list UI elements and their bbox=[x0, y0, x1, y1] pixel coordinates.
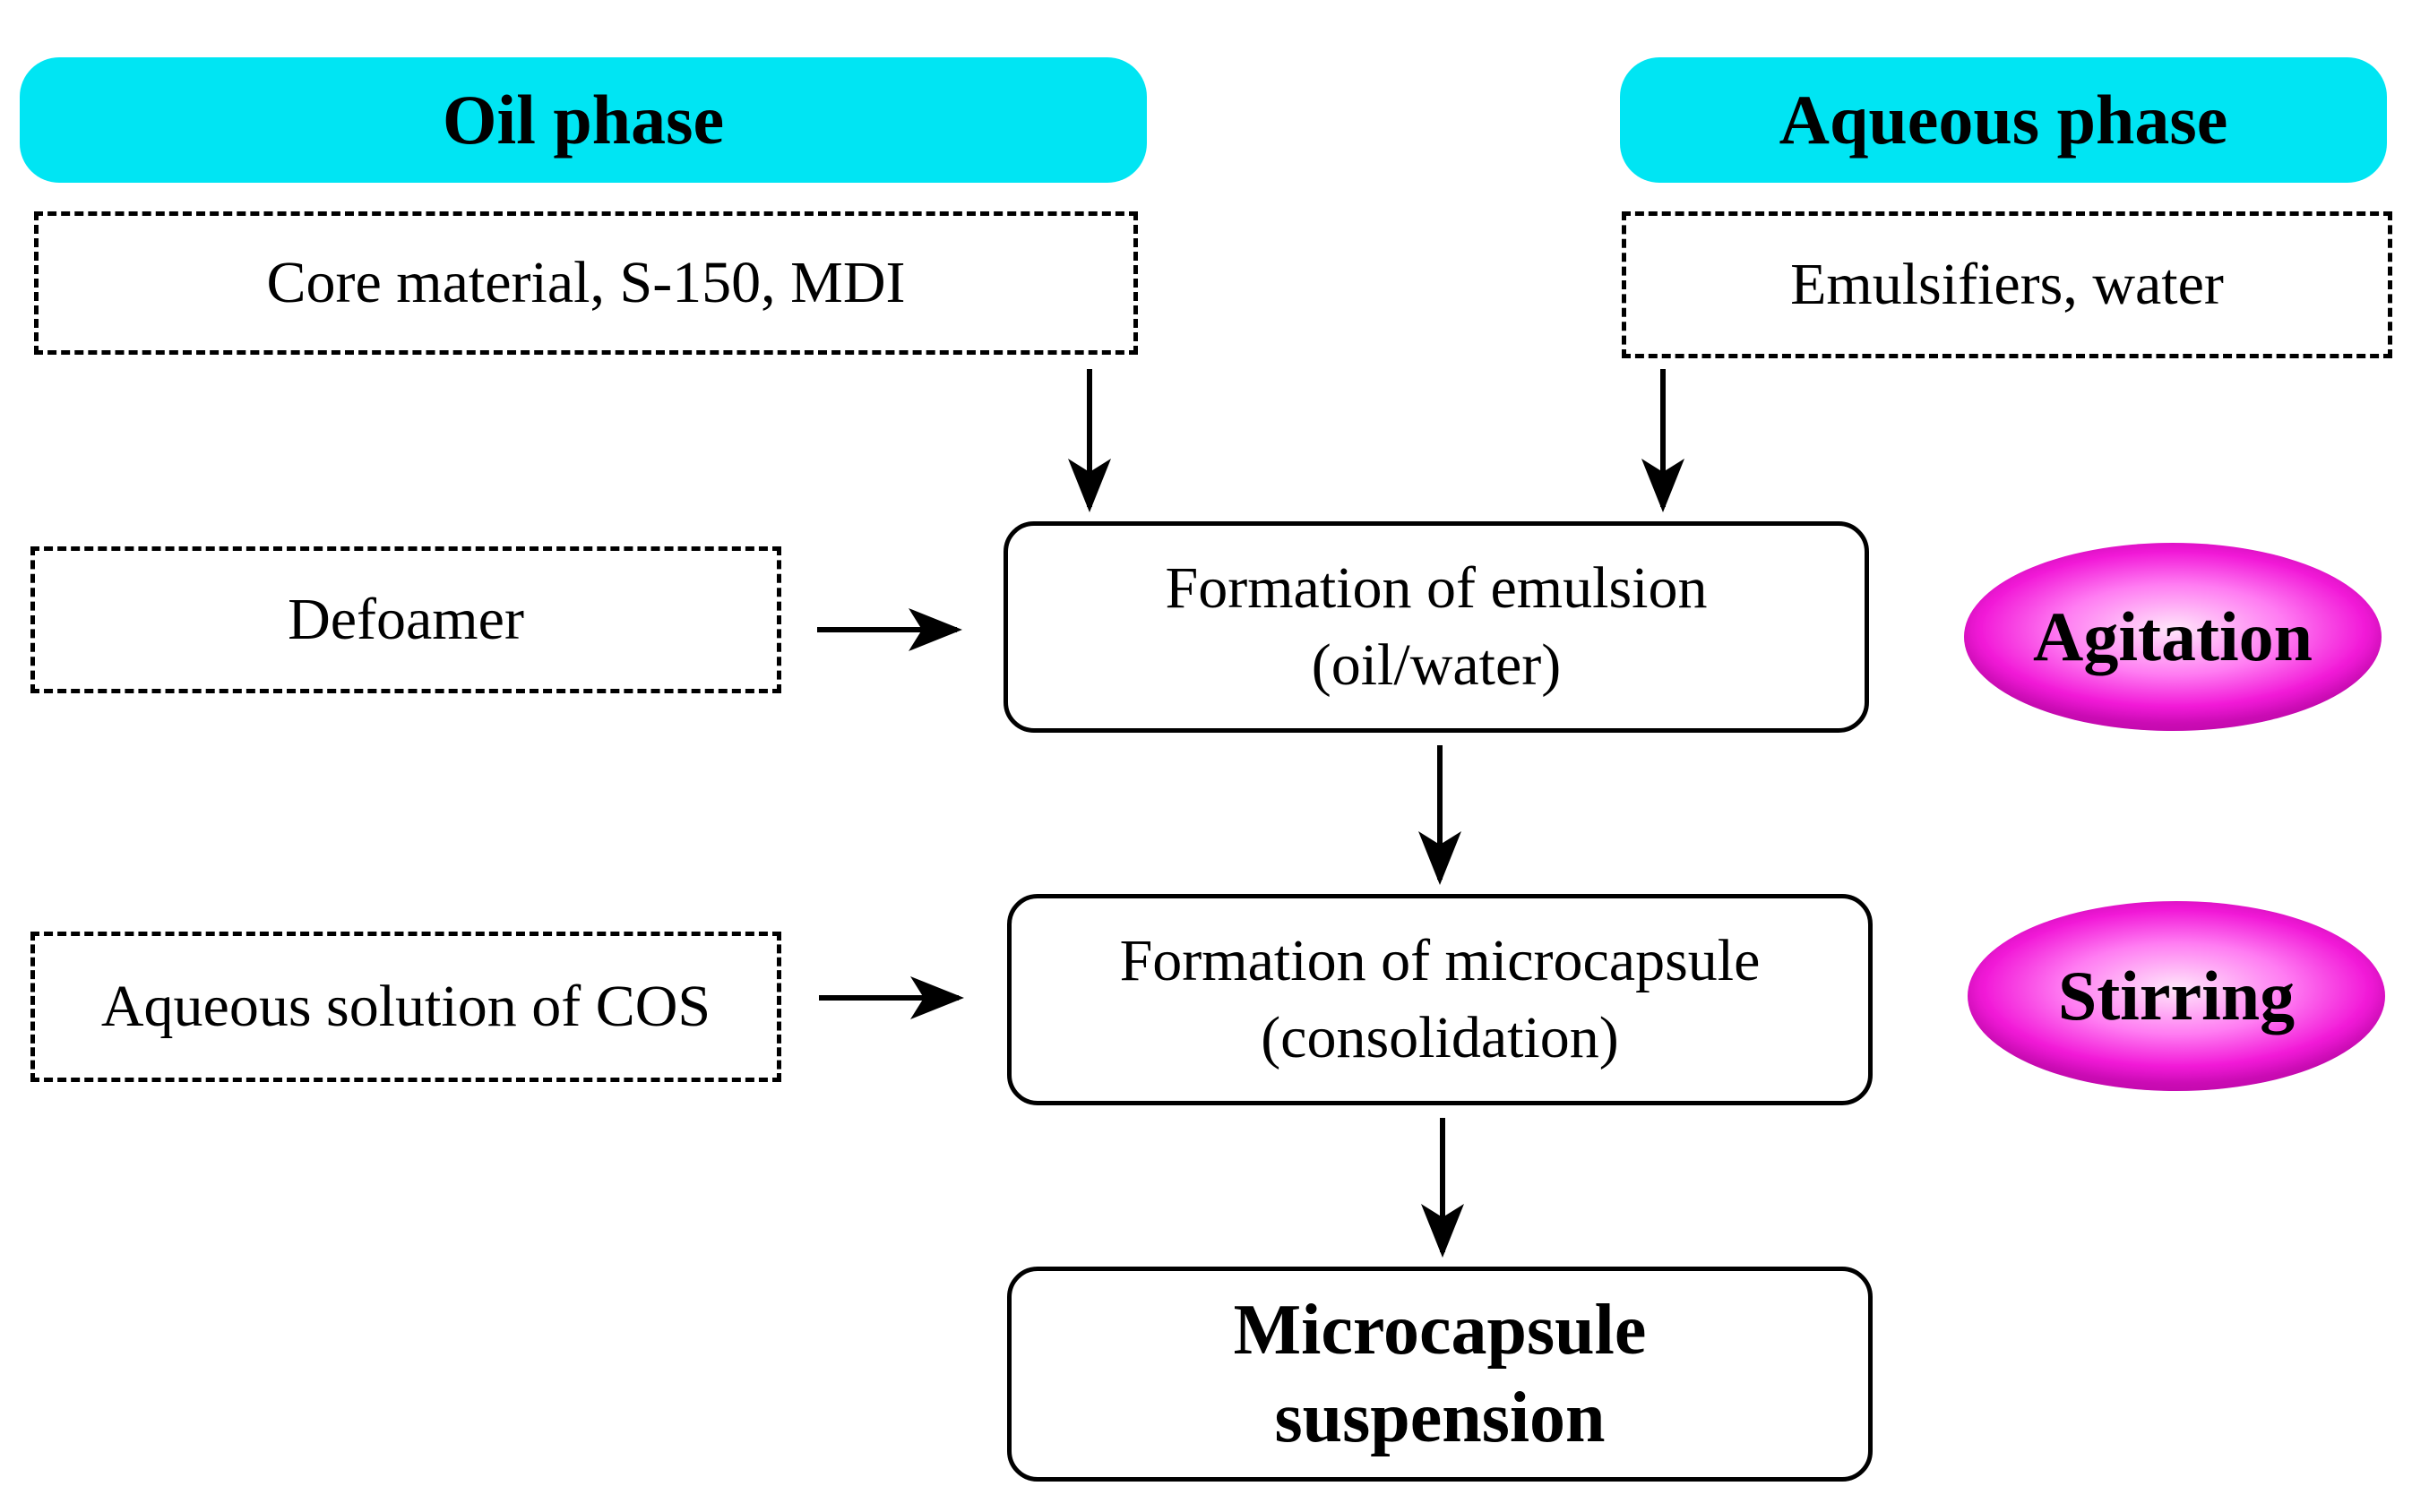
oil-components-box: Core material, S-150, MDI bbox=[34, 211, 1138, 355]
final-step-line2: suspension bbox=[1274, 1379, 1606, 1457]
microcapsule-formation-step: Formation of microcapsule (consolidation… bbox=[1007, 894, 1873, 1105]
aqueous-phase-header: Aqueous phase bbox=[1620, 57, 2387, 183]
emulsion-step-title: Formation of emulsion bbox=[1165, 555, 1708, 621]
oil-phase-header: Oil phase bbox=[20, 57, 1147, 183]
microcapsule-step-subtitle: (consolidation) bbox=[1261, 1005, 1619, 1070]
defoamer-box: Defoamer bbox=[30, 546, 781, 693]
stirring-oval: Stirring bbox=[1968, 901, 2385, 1091]
final-product-step: Microcapsule suspension bbox=[1007, 1267, 1873, 1482]
agitation-oval: Agitation bbox=[1964, 543, 2382, 731]
aqueous-components-box: Emulsifiers, water bbox=[1622, 211, 2392, 358]
emulsion-formation-step: Formation of emulsion (oil/water) bbox=[1004, 521, 1869, 733]
final-step-line1: Microcapsule bbox=[1233, 1291, 1647, 1370]
microcapsule-step-title: Formation of microcapsule bbox=[1119, 928, 1761, 993]
cos-solution-box: Aqueous solution of COS bbox=[30, 932, 781, 1082]
emulsion-step-subtitle: (oil/water) bbox=[1311, 632, 1562, 698]
